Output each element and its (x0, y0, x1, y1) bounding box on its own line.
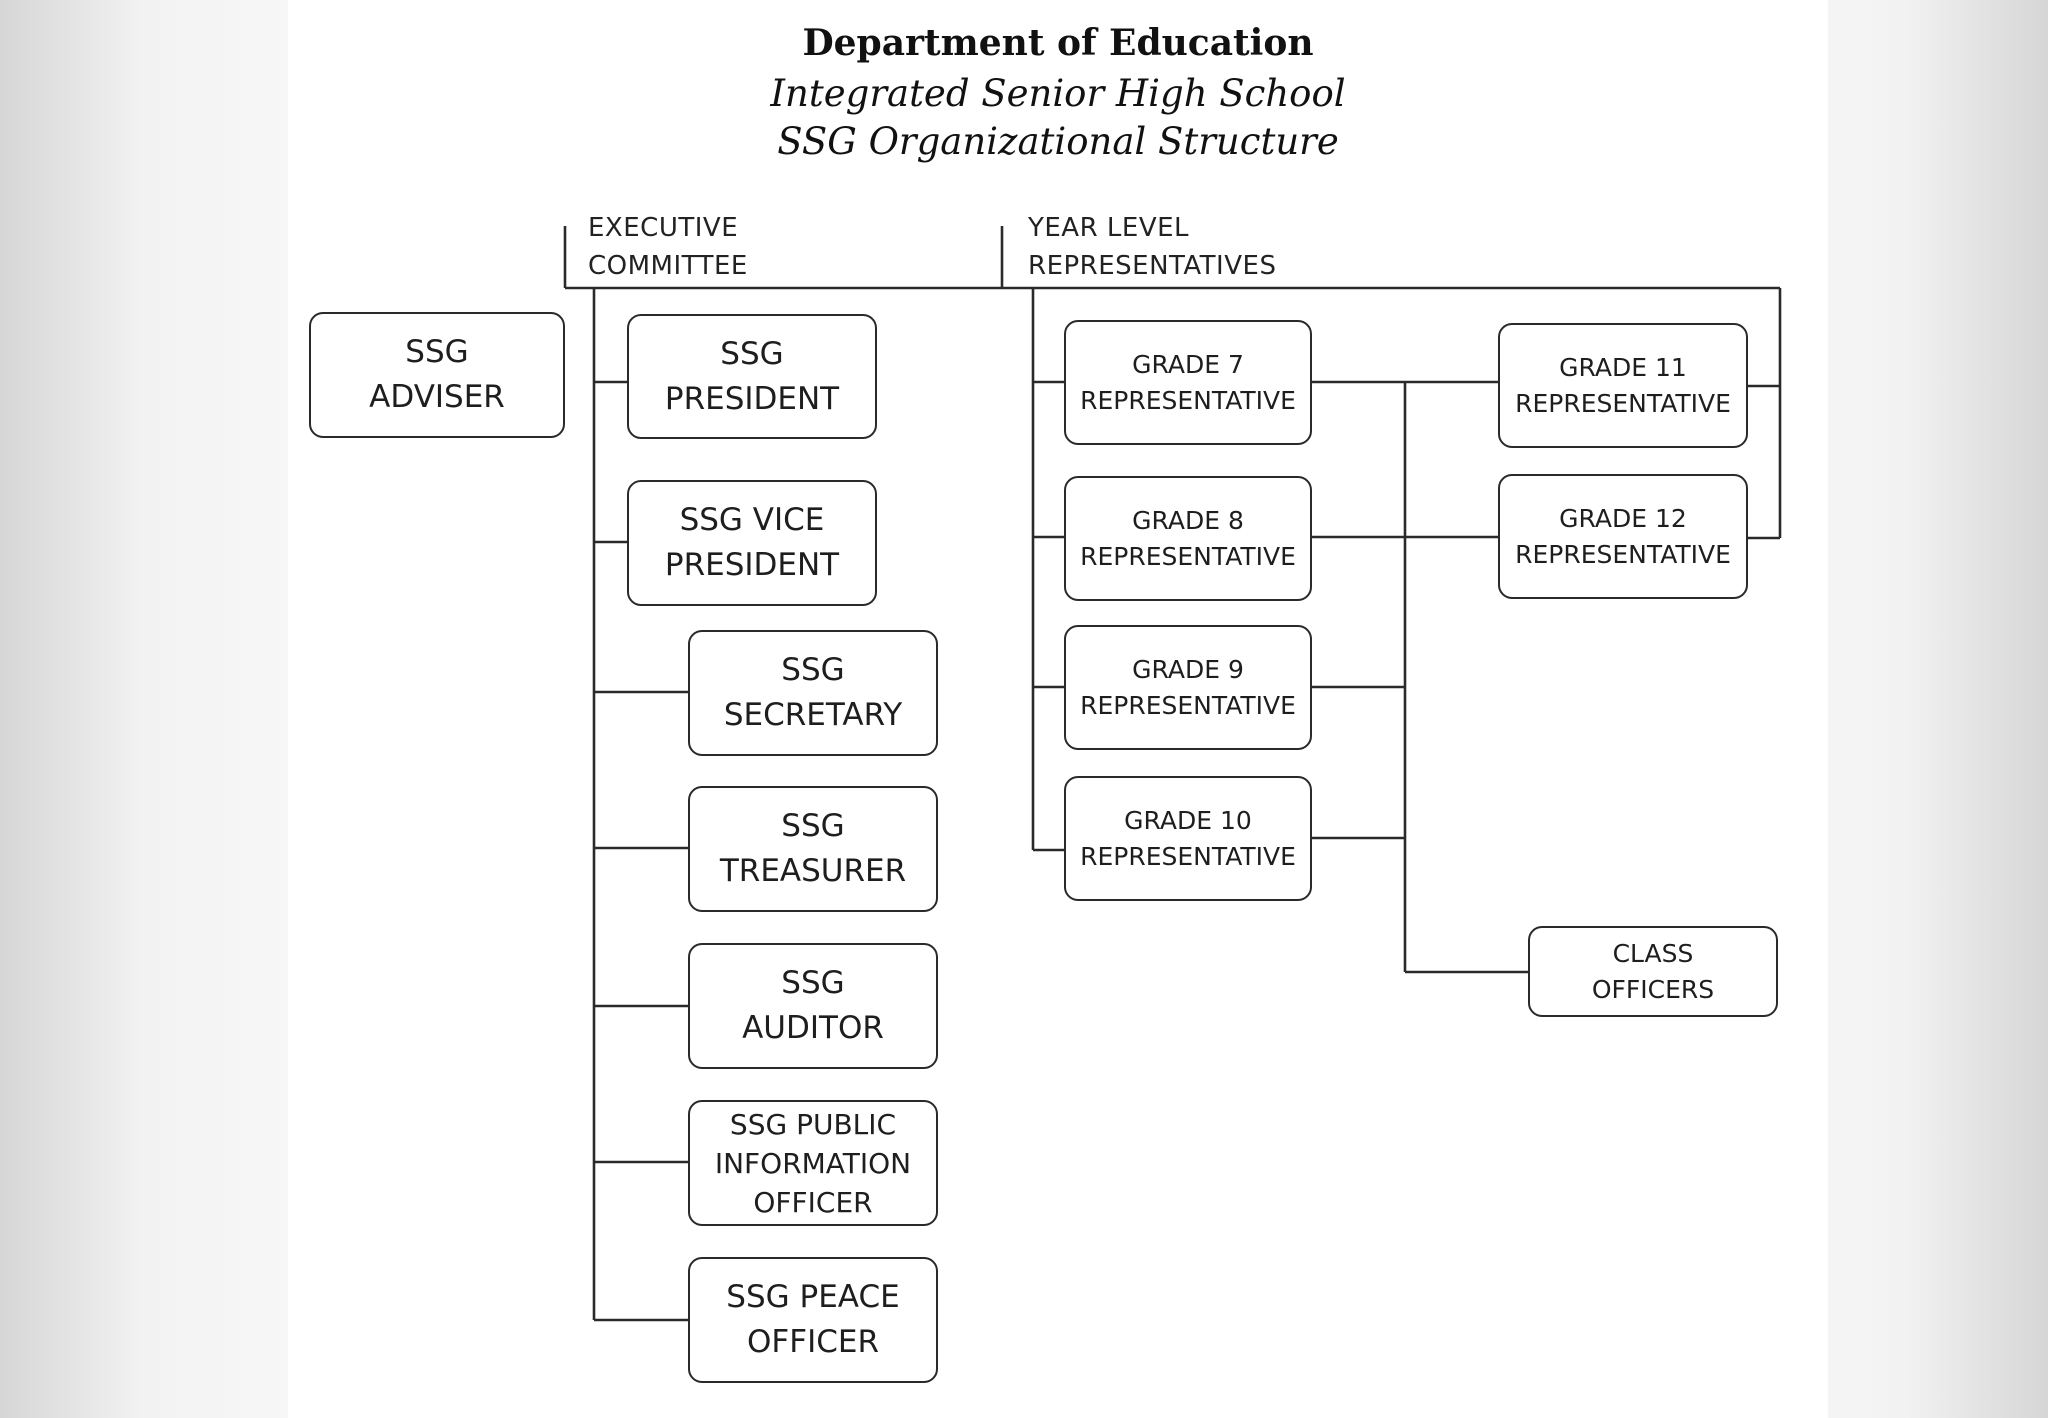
page-title: Department of Education (802, 22, 1314, 64)
year-level-representatives-label: YEAR LEVEL REPRESENTATIVES (1028, 213, 1277, 281)
chart-subtitle: SSG Organizational Structure (777, 120, 1339, 163)
org-chart-sheet: Department of Education Integrated Senio… (288, 0, 1828, 1418)
connector-lines (563, 226, 1782, 1322)
executive-committee-label: EXECUTIVE COMMITTEE (588, 213, 748, 281)
school-name: Integrated Senior High School (770, 72, 1346, 115)
